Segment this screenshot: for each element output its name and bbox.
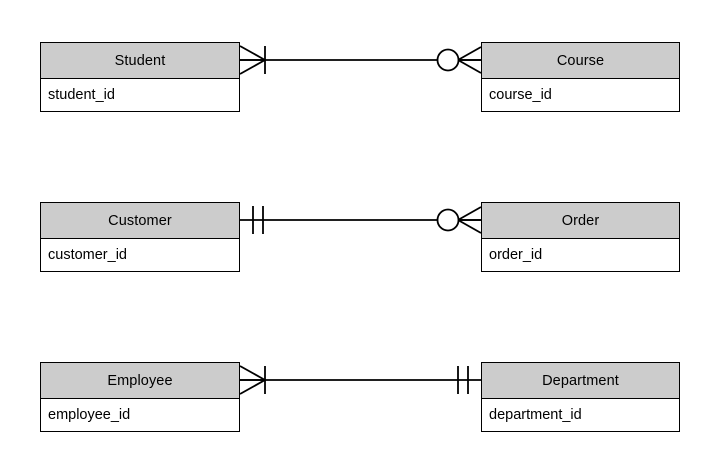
cardinality-order-zero-or-many <box>436 206 482 234</box>
entity-attribute-student-id: student_id <box>41 79 239 111</box>
entity-box-employee[interactable]: Employee employee_id <box>40 362 240 432</box>
entity-attribute-employee-id: employee_id <box>41 399 239 431</box>
entity-attribute-department-id: department_id <box>482 399 679 431</box>
entity-box-order[interactable]: Order order_id <box>481 202 680 272</box>
entity-box-student[interactable]: Student student_id <box>40 42 240 112</box>
cardinality-customer-exactly-one <box>252 206 264 234</box>
entity-box-course[interactable]: Course course_id <box>481 42 680 112</box>
entity-title-order: Order <box>482 203 679 239</box>
entity-box-department[interactable]: Department department_id <box>481 362 680 432</box>
entity-attribute-customer-id: customer_id <box>41 239 239 271</box>
entity-title-customer: Customer <box>41 203 239 239</box>
cardinality-employee-one-or-many <box>239 365 266 395</box>
entity-title-student: Student <box>41 43 239 79</box>
entity-title-employee: Employee <box>41 363 239 399</box>
relationship-connector-student-course <box>239 45 482 75</box>
relationship-connector-employee-department <box>239 365 481 395</box>
entity-attribute-course-id: course_id <box>482 79 679 111</box>
entity-title-course: Course <box>482 43 679 79</box>
entity-box-customer[interactable]: Customer customer_id <box>40 202 240 272</box>
entity-title-department: Department <box>482 363 679 399</box>
cardinality-department-exactly-one <box>457 366 469 394</box>
cardinality-student-one-or-many <box>239 45 266 75</box>
relationship-connector-customer-order <box>240 206 482 234</box>
cardinality-course-zero-or-many <box>436 46 482 74</box>
entity-attribute-order-id: order_id <box>482 239 679 271</box>
